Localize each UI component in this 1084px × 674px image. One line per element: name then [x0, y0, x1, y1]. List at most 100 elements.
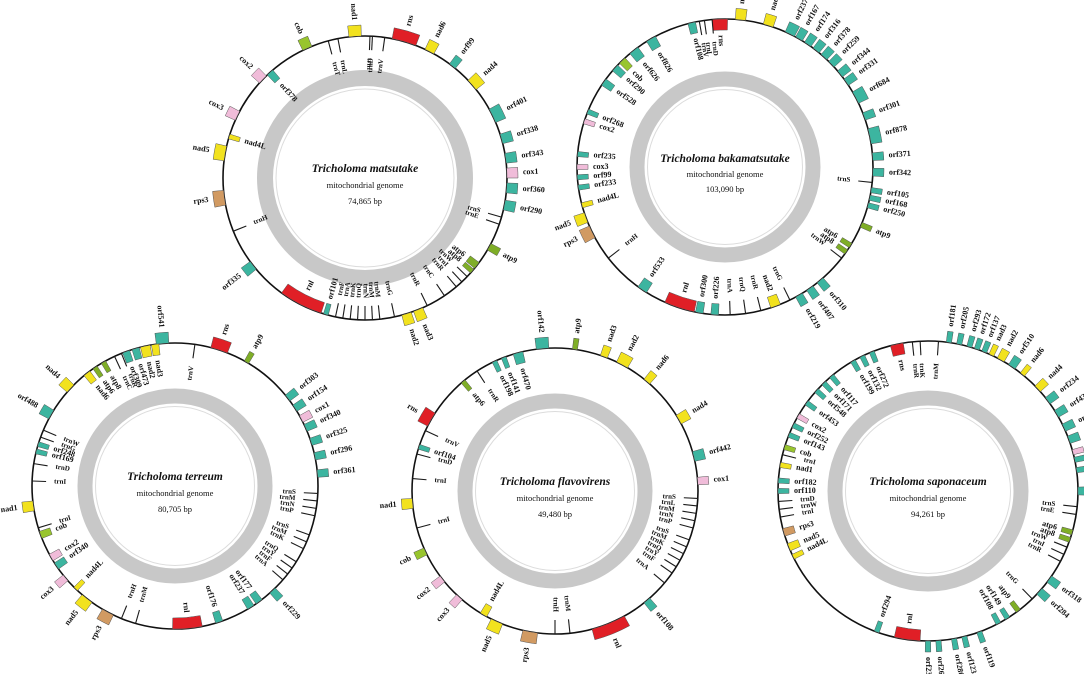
gene-label: nad2	[761, 273, 775, 292]
trna-label: trnN	[659, 509, 675, 520]
trna-label: trnD	[710, 41, 719, 56]
gene-label: rps3	[798, 519, 815, 532]
trna-mark	[653, 573, 665, 584]
trna-mark	[327, 40, 333, 55]
species-name: Tricholoma bakamatsutake	[660, 153, 790, 165]
trna-mark	[778, 499, 793, 503]
trna-mark	[33, 463, 48, 467]
trna-mark	[391, 303, 396, 318]
gene-label: orf176	[204, 584, 219, 608]
trna-label: trnS	[467, 203, 482, 214]
gene-label: rns	[219, 323, 231, 336]
gene-block	[816, 277, 831, 292]
genome-subtitle: mitochondrial genome	[687, 169, 764, 179]
gene-block	[795, 292, 809, 308]
gene-block	[1019, 363, 1032, 377]
trna-mark	[698, 21, 703, 36]
inner-guide-ring	[95, 406, 255, 566]
gene-label: orf110	[794, 486, 816, 495]
gene-block	[576, 173, 589, 181]
gene-label: orf123	[964, 651, 978, 674]
gene-label: orf296	[329, 443, 353, 456]
trna-label: trnI	[434, 476, 447, 485]
genome-map-bakamatsutake: nad6nad4orf237orf167orf174orf316orf378or…	[553, 0, 911, 330]
gene-label: nad3	[605, 324, 619, 343]
trna-label: trnI	[54, 477, 67, 485]
trna-label: trnS	[282, 487, 296, 496]
gene-block	[990, 612, 1002, 625]
gene-block	[391, 27, 421, 46]
gene-block	[140, 344, 153, 359]
trna-mark	[683, 503, 698, 507]
trna-mark	[756, 296, 762, 311]
gene-label: cox3	[38, 584, 56, 601]
gene-block	[424, 39, 440, 55]
gene-block	[867, 125, 883, 145]
trna-mark	[456, 266, 468, 278]
gene-block	[37, 441, 50, 450]
gene-label: atp6	[470, 390, 487, 407]
trna-mark	[608, 249, 620, 259]
gene-label: nad4	[690, 399, 709, 415]
gene-label: orf626	[641, 60, 662, 83]
trna-label: trnR	[486, 387, 501, 404]
gene-block	[577, 183, 590, 191]
gene-block	[461, 261, 475, 274]
gene-block	[643, 370, 658, 385]
trna-label: trnI	[58, 514, 72, 525]
gene-label: nad5	[553, 218, 572, 232]
gene-label: orf488	[16, 391, 40, 410]
trna-label: trnG	[383, 280, 394, 297]
gene-block	[212, 143, 227, 161]
gene-block	[417, 406, 436, 427]
gene-block	[512, 351, 526, 366]
gene-label: orf684	[867, 75, 891, 93]
trna-mark	[779, 507, 794, 510]
gene-block	[499, 130, 514, 144]
gene-block	[710, 303, 720, 316]
gene-block	[697, 475, 710, 486]
trna-label: trnC	[421, 263, 436, 279]
gene-label: orf318	[1060, 584, 1083, 604]
gene-block	[413, 307, 428, 323]
gene-block	[430, 575, 446, 590]
gene-block	[266, 69, 281, 84]
gene-block	[347, 24, 362, 38]
gene-block	[852, 85, 869, 104]
gene-block	[303, 419, 318, 432]
trna-mark	[567, 619, 571, 634]
trna-label: trnF	[336, 281, 347, 296]
gene-label: nad2	[408, 328, 422, 347]
trna-mark	[487, 212, 502, 218]
gene-block	[401, 311, 416, 327]
gene-block	[506, 167, 519, 179]
gene-block	[762, 13, 778, 28]
species-name: Tricholoma matsutake	[312, 163, 419, 175]
gene-label: atp9	[501, 250, 519, 265]
trna-mark	[303, 498, 318, 502]
gene-block	[974, 337, 984, 351]
gene-block	[313, 449, 327, 461]
trna-label: trnI	[704, 42, 714, 55]
gene-block	[637, 277, 653, 293]
trna-label: trnV	[444, 436, 460, 449]
genome-map-flavovirens: orf142orf470orf141orf198trnRatp6rnstrnVo…	[379, 310, 731, 663]
gene-block	[1045, 390, 1060, 405]
trna-label: trnE	[1040, 504, 1055, 514]
gene-block	[323, 302, 332, 316]
gene-label: rns	[896, 359, 907, 372]
gene-label: cob	[54, 520, 69, 533]
gc-content-ring	[77, 388, 273, 584]
gene-label: orf181	[946, 304, 958, 327]
trna-label: trnI	[437, 515, 451, 526]
gene-block	[487, 243, 502, 256]
gene-label: rns	[404, 14, 416, 27]
gene-block	[616, 351, 634, 369]
gene-block	[491, 360, 502, 373]
gene-label: cox2	[414, 585, 432, 602]
trna-label: trnH	[623, 232, 640, 248]
gene-label: nad1	[795, 463, 813, 475]
gene-label: orf290	[519, 203, 543, 216]
